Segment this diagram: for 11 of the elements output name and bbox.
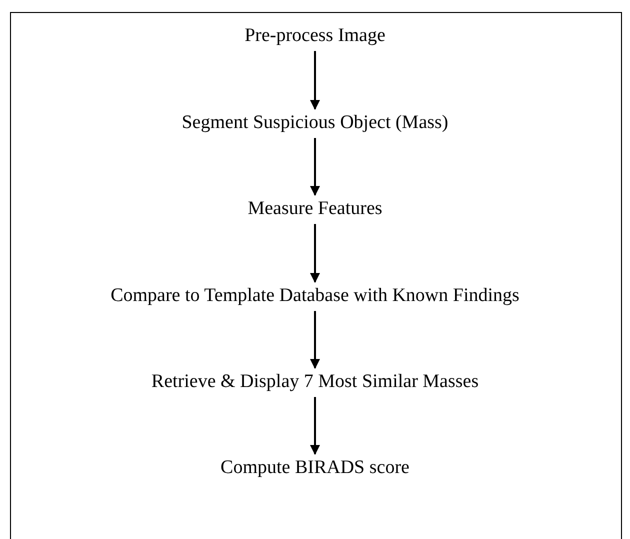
step-text: Compute BIRADS score [220, 456, 410, 480]
step-text: Compare to Template Database with Known Findings [110, 284, 520, 308]
arrow [310, 311, 320, 369]
step-text: Measure Features [248, 197, 382, 221]
arrow [310, 138, 320, 196]
arrow [310, 397, 320, 455]
step-text: Retrieve & Display 7 Most Similar Masses [151, 370, 479, 394]
arrow [310, 51, 320, 110]
step-text: Pre-process Image [244, 24, 386, 48]
step-text: Segment Suspicious Object (Mass) [182, 111, 448, 135]
arrow [310, 224, 320, 283]
